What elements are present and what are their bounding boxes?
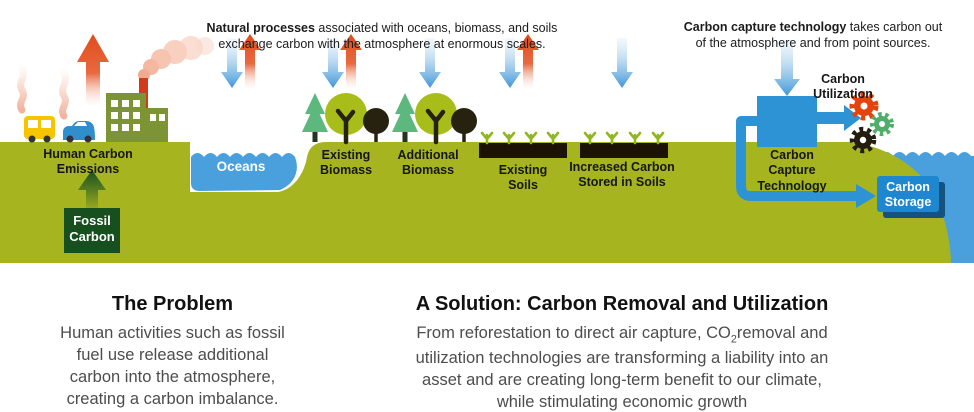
label-existing-soils: Existing Soils xyxy=(498,163,548,193)
problem-title: The Problem xyxy=(111,293,234,315)
co2-subscript: 2 xyxy=(730,333,737,346)
label-additional-biomass: Additional Biomass xyxy=(397,148,459,178)
ground xyxy=(0,142,951,263)
existing-soils-strip xyxy=(479,131,567,158)
fossil-carbon-box xyxy=(64,208,120,253)
co2-down-arrow xyxy=(611,38,633,88)
caption-bold: Carbon capture technology xyxy=(683,19,847,34)
co2-up-arrow xyxy=(239,34,261,88)
natural-processes-caption: Natural processes associated with oceans… xyxy=(197,3,567,53)
solution-section: A Solution: Carbon Removal and Utilizati… xyxy=(387,292,857,412)
capture-pipe xyxy=(736,116,856,201)
bus-icon xyxy=(24,116,55,143)
label-human-carbon-emissions: Human Carbon Emissions xyxy=(43,147,133,177)
increased-soils-strip xyxy=(580,131,668,158)
problem-section: The Problem Human activities such as fos… xyxy=(25,292,320,410)
label-fossil-carbon: Fossil Carbon xyxy=(69,213,115,244)
co2-down-arrow xyxy=(322,38,344,88)
exhaust-smoke-icon xyxy=(17,64,27,114)
exhaust-smoke-icon xyxy=(59,68,69,120)
co2-up-arrow xyxy=(340,34,362,88)
carbon-capture-caption: Carbon capture technology takes carbon o… xyxy=(648,2,974,52)
fossil-carbon-up-arrow xyxy=(78,170,106,208)
solution-title: A Solution: Carbon Removal and Utilizati… xyxy=(415,293,829,315)
label-increased-carbon-soils: Increased Carbon Stored in Soils xyxy=(569,160,675,190)
solution-body: From reforestation to direct air capture… xyxy=(415,324,829,411)
existing-biomass-trees xyxy=(302,93,389,145)
pipe-arrowhead xyxy=(856,184,876,208)
additional-biomass-trees xyxy=(392,93,477,145)
caption-text: takes carbon out of the atmosphere and f… xyxy=(695,19,943,51)
co2-down-arrow xyxy=(221,38,243,88)
capture-down-arrow xyxy=(774,40,800,96)
co2-down-arrow xyxy=(499,38,521,88)
label-carbon-utilization: Carbon Utilization xyxy=(813,72,873,102)
problem-body: Human activities such as fossil fuel use… xyxy=(60,324,285,409)
ocean-water xyxy=(191,153,297,191)
factory-smoke-icon xyxy=(138,36,214,81)
capture-machine xyxy=(757,96,817,147)
label-oceans: Oceans xyxy=(216,159,266,174)
label-carbon-storage: Carbon Storage xyxy=(884,180,932,210)
caption-bold: Natural processes xyxy=(206,20,315,35)
label-existing-biomass: Existing Biomass xyxy=(319,148,373,178)
co2-up-arrow xyxy=(517,34,539,88)
emissions-up-arrow xyxy=(77,34,109,105)
label-carbon-capture-technology: Carbon Capture Technology xyxy=(757,148,827,193)
utilization-gears-icon xyxy=(849,91,894,154)
car-icon xyxy=(63,121,95,143)
storage-box xyxy=(877,176,939,212)
exchange-arrows xyxy=(221,34,633,88)
caption-text: associated with oceans, biomass, and soi… xyxy=(218,20,558,52)
factory-icon xyxy=(106,78,168,142)
co2-down-arrow xyxy=(419,38,441,88)
utilization-arrow xyxy=(817,105,861,131)
